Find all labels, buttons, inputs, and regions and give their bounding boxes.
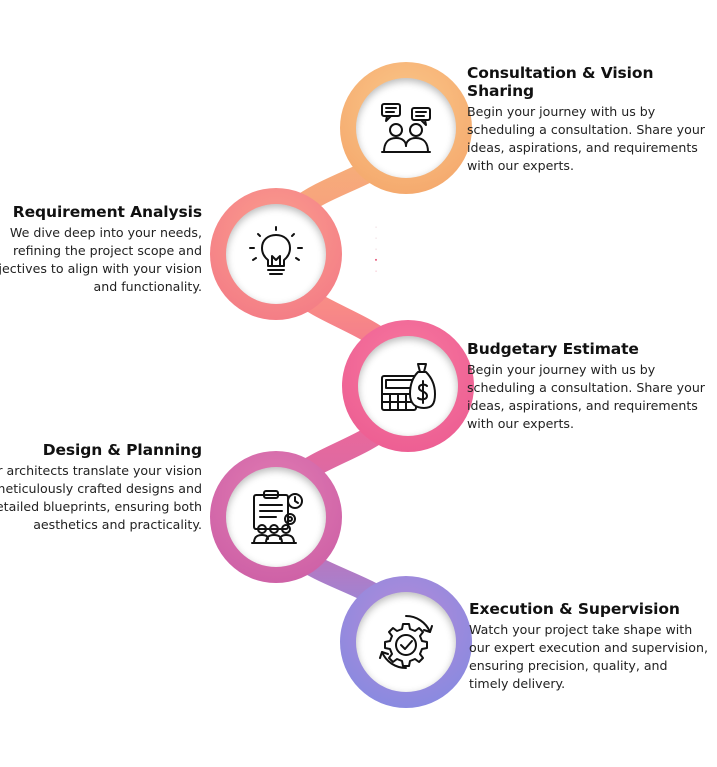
step-requirement: Requirement Analysis We dive deep into y…	[0, 203, 202, 296]
step-node-inner	[356, 78, 456, 178]
step-consultation: Consultation & Vision Sharing Begin your…	[467, 64, 707, 175]
step-node-inner	[356, 592, 456, 692]
step-title: Consultation & Vision Sharing	[467, 64, 654, 100]
step-title: Budgetary Estimate	[467, 340, 639, 358]
lightbulb-icon	[249, 226, 303, 275]
step-node-budget	[342, 320, 474, 452]
step-description: Watch your project take shape with our e…	[469, 622, 708, 691]
step-budget: Budgetary Estimate Begin your journey wi…	[467, 340, 707, 433]
step-node-consultation	[340, 62, 472, 194]
decorative-marks: ···▪·	[374, 224, 378, 275]
step-description: Our architects translate your vision int…	[0, 463, 202, 532]
step-title: Design & Planning	[42, 441, 202, 459]
step-node-inner	[226, 204, 326, 304]
step-description: Begin your journey with us by scheduling…	[467, 104, 705, 173]
step-execution: Execution & Supervision Watch your proje…	[469, 600, 709, 693]
money-bag-icon	[381, 363, 436, 411]
gear-check-icon	[379, 615, 433, 669]
step-description: We dive deep into your needs, refining t…	[0, 225, 202, 294]
step-title: Execution & Supervision	[469, 600, 680, 618]
step-node-inner	[358, 336, 458, 436]
step-description: Begin your journey with us by scheduling…	[467, 362, 705, 431]
step-title: Requirement Analysis	[12, 203, 202, 221]
step-design: Design & Planning Our architects transla…	[0, 441, 202, 534]
step-node-inner	[226, 467, 326, 567]
consultation-icon	[381, 103, 431, 153]
step-node-design	[210, 451, 342, 583]
clipboard-team-icon	[251, 490, 303, 544]
step-node-requirement	[210, 188, 342, 320]
step-node-execution	[340, 576, 472, 708]
